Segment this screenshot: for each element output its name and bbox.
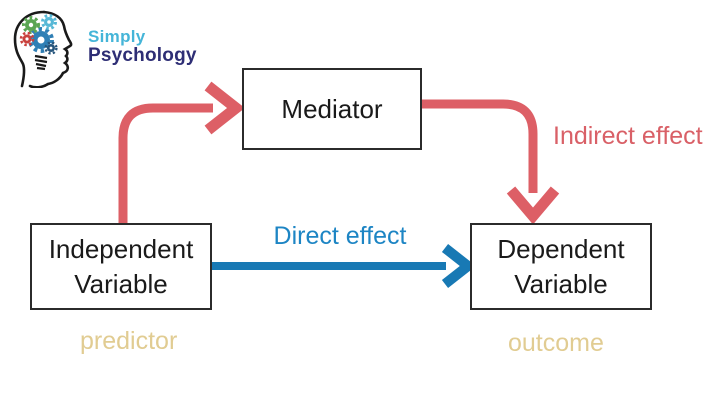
outcome-label: outcome <box>508 329 604 357</box>
dependent-variable-box: Dependent Variable <box>470 223 652 310</box>
arrowhead-right-icon <box>441 244 477 288</box>
arrowhead-down-icon <box>506 186 560 225</box>
indirect-arrow-shaft <box>421 99 538 193</box>
indirect-effect-arrow-down <box>421 99 560 225</box>
bulb-base-icon <box>34 54 48 71</box>
dependent-variable-box-label: Dependent Variable <box>497 233 625 299</box>
independent-variable-box-label: Independent Variable <box>48 233 194 299</box>
gear-icon <box>19 31 35 47</box>
independent-variable-box: Independent Variable <box>30 223 212 310</box>
simply-psychology-logo: Simply Psychology <box>8 6 218 88</box>
gear-icon <box>44 41 58 55</box>
arrowhead-right-icon <box>204 81 245 135</box>
direct-effect-arrow <box>208 244 477 288</box>
indirect-arrow-shaft <box>118 103 213 224</box>
brain-head-icon <box>13 10 73 88</box>
mediator-box-label: Mediator <box>281 93 383 124</box>
indirect-effect-arrow-up <box>118 81 245 224</box>
gear-icon <box>22 16 40 34</box>
brand-simply-text: Simply <box>88 27 146 46</box>
mediator-box: Mediator <box>242 68 422 150</box>
direct-effect-label: Direct effect <box>273 222 407 250</box>
indirect-effect-label: Indirect effect <box>553 122 703 150</box>
predictor-label: predictor <box>80 327 178 355</box>
brand-wordmark: Simply Psychology <box>88 28 197 66</box>
gear-icon <box>41 14 57 30</box>
brand-psychology-text: Psychology <box>88 44 197 66</box>
